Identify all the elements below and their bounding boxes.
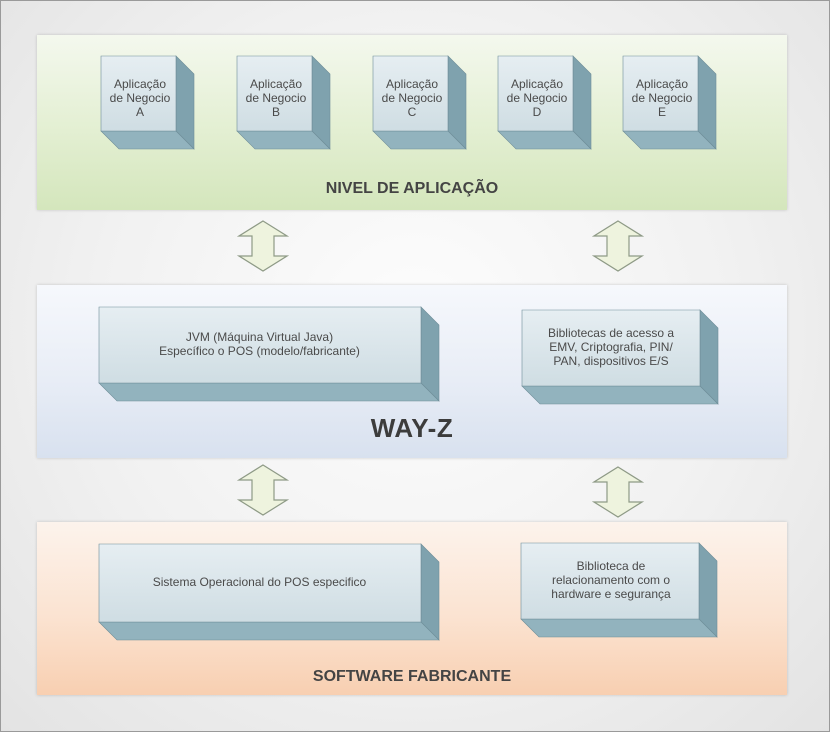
- app-box-e: Aplicação de Negocio E: [622, 55, 718, 151]
- double-arrow-icon: [592, 220, 644, 272]
- app-box-a-line1: Aplicação: [113, 77, 167, 91]
- app-box-e-line2: de Negocio: [631, 91, 693, 105]
- app-box-c-line3: C: [407, 105, 417, 119]
- app-box-b-line2: de Negocio: [245, 91, 307, 105]
- box-bottom-face: [521, 385, 719, 405]
- jvm-box-line2: Específico o POS (modelo/fabricante): [159, 344, 360, 358]
- box-bottom-face: [520, 618, 718, 638]
- libraries-box-line2: EMV, Criptografia, PIN/: [549, 340, 673, 354]
- box-front-face: [100, 55, 177, 132]
- os-box: Sistema Operacional do POS especifico: [98, 543, 441, 642]
- app-box-e-line3: E: [657, 105, 666, 119]
- double-arrow-icon: [237, 464, 289, 516]
- box-front-face: [98, 306, 422, 384]
- box-front-face: [236, 55, 313, 132]
- app-box-d-line2: de Negocio: [506, 91, 568, 105]
- box-front-face: [372, 55, 449, 132]
- app-box-d-line3: D: [532, 105, 542, 119]
- box-front-face: [520, 542, 700, 620]
- libraries-box-line3: PAN, dispositivos E/S: [553, 354, 669, 368]
- libraries-box-line1: Bibliotecas de acesso a: [547, 326, 675, 340]
- box-bottom-face: [98, 382, 440, 402]
- app-box-b: Aplicação de Negocio B: [236, 55, 332, 151]
- application-layer-title: NIVEL DE APLICAÇÃO: [325, 180, 499, 197]
- app-box-d-line1: Aplicação: [510, 77, 564, 91]
- jvm-box: JVM (Máquina Virtual Java) Específico o …: [98, 306, 441, 403]
- wayz-layer-title: WAY-Z: [370, 413, 454, 443]
- box-front-face: [622, 55, 699, 132]
- hardware-library-box: Biblioteca de relacionamento com o hardw…: [520, 542, 719, 639]
- hardware-library-box-line2: relacionamento com o: [551, 573, 671, 587]
- app-box-c: Aplicação de Negocio C: [372, 55, 468, 151]
- box-front-face: [521, 309, 701, 387]
- app-box-c-line2: de Negocio: [381, 91, 443, 105]
- libraries-box: Bibliotecas de acesso a EMV, Criptografi…: [521, 309, 720, 406]
- app-box-c-line1: Aplicação: [385, 77, 439, 91]
- app-box-a-line3: A: [135, 105, 144, 119]
- app-box-b-line1: Aplicação: [249, 77, 303, 91]
- app-box-b-line3: B: [271, 105, 280, 119]
- app-box-d: Aplicação de Negocio D: [497, 55, 593, 151]
- hardware-library-box-line3: hardware e segurança: [551, 587, 671, 601]
- software-layer-title: SOFTWARE FABRICANTE: [312, 668, 512, 685]
- app-box-a: Aplicação de Negocio A: [100, 55, 196, 151]
- double-arrow-icon: [237, 220, 289, 272]
- hardware-library-box-line1: Biblioteca de: [576, 559, 646, 573]
- double-arrow-icon: [592, 466, 644, 518]
- box-front-face: [98, 543, 422, 623]
- os-box-line1: Sistema Operacional do POS especifico: [152, 575, 367, 589]
- app-box-a-line2: de Negocio: [109, 91, 171, 105]
- box-bottom-face: [98, 621, 440, 641]
- box-front-face: [497, 55, 574, 132]
- jvm-box-line1: JVM (Máquina Virtual Java): [185, 330, 334, 344]
- app-box-e-line1: Aplicação: [635, 77, 689, 91]
